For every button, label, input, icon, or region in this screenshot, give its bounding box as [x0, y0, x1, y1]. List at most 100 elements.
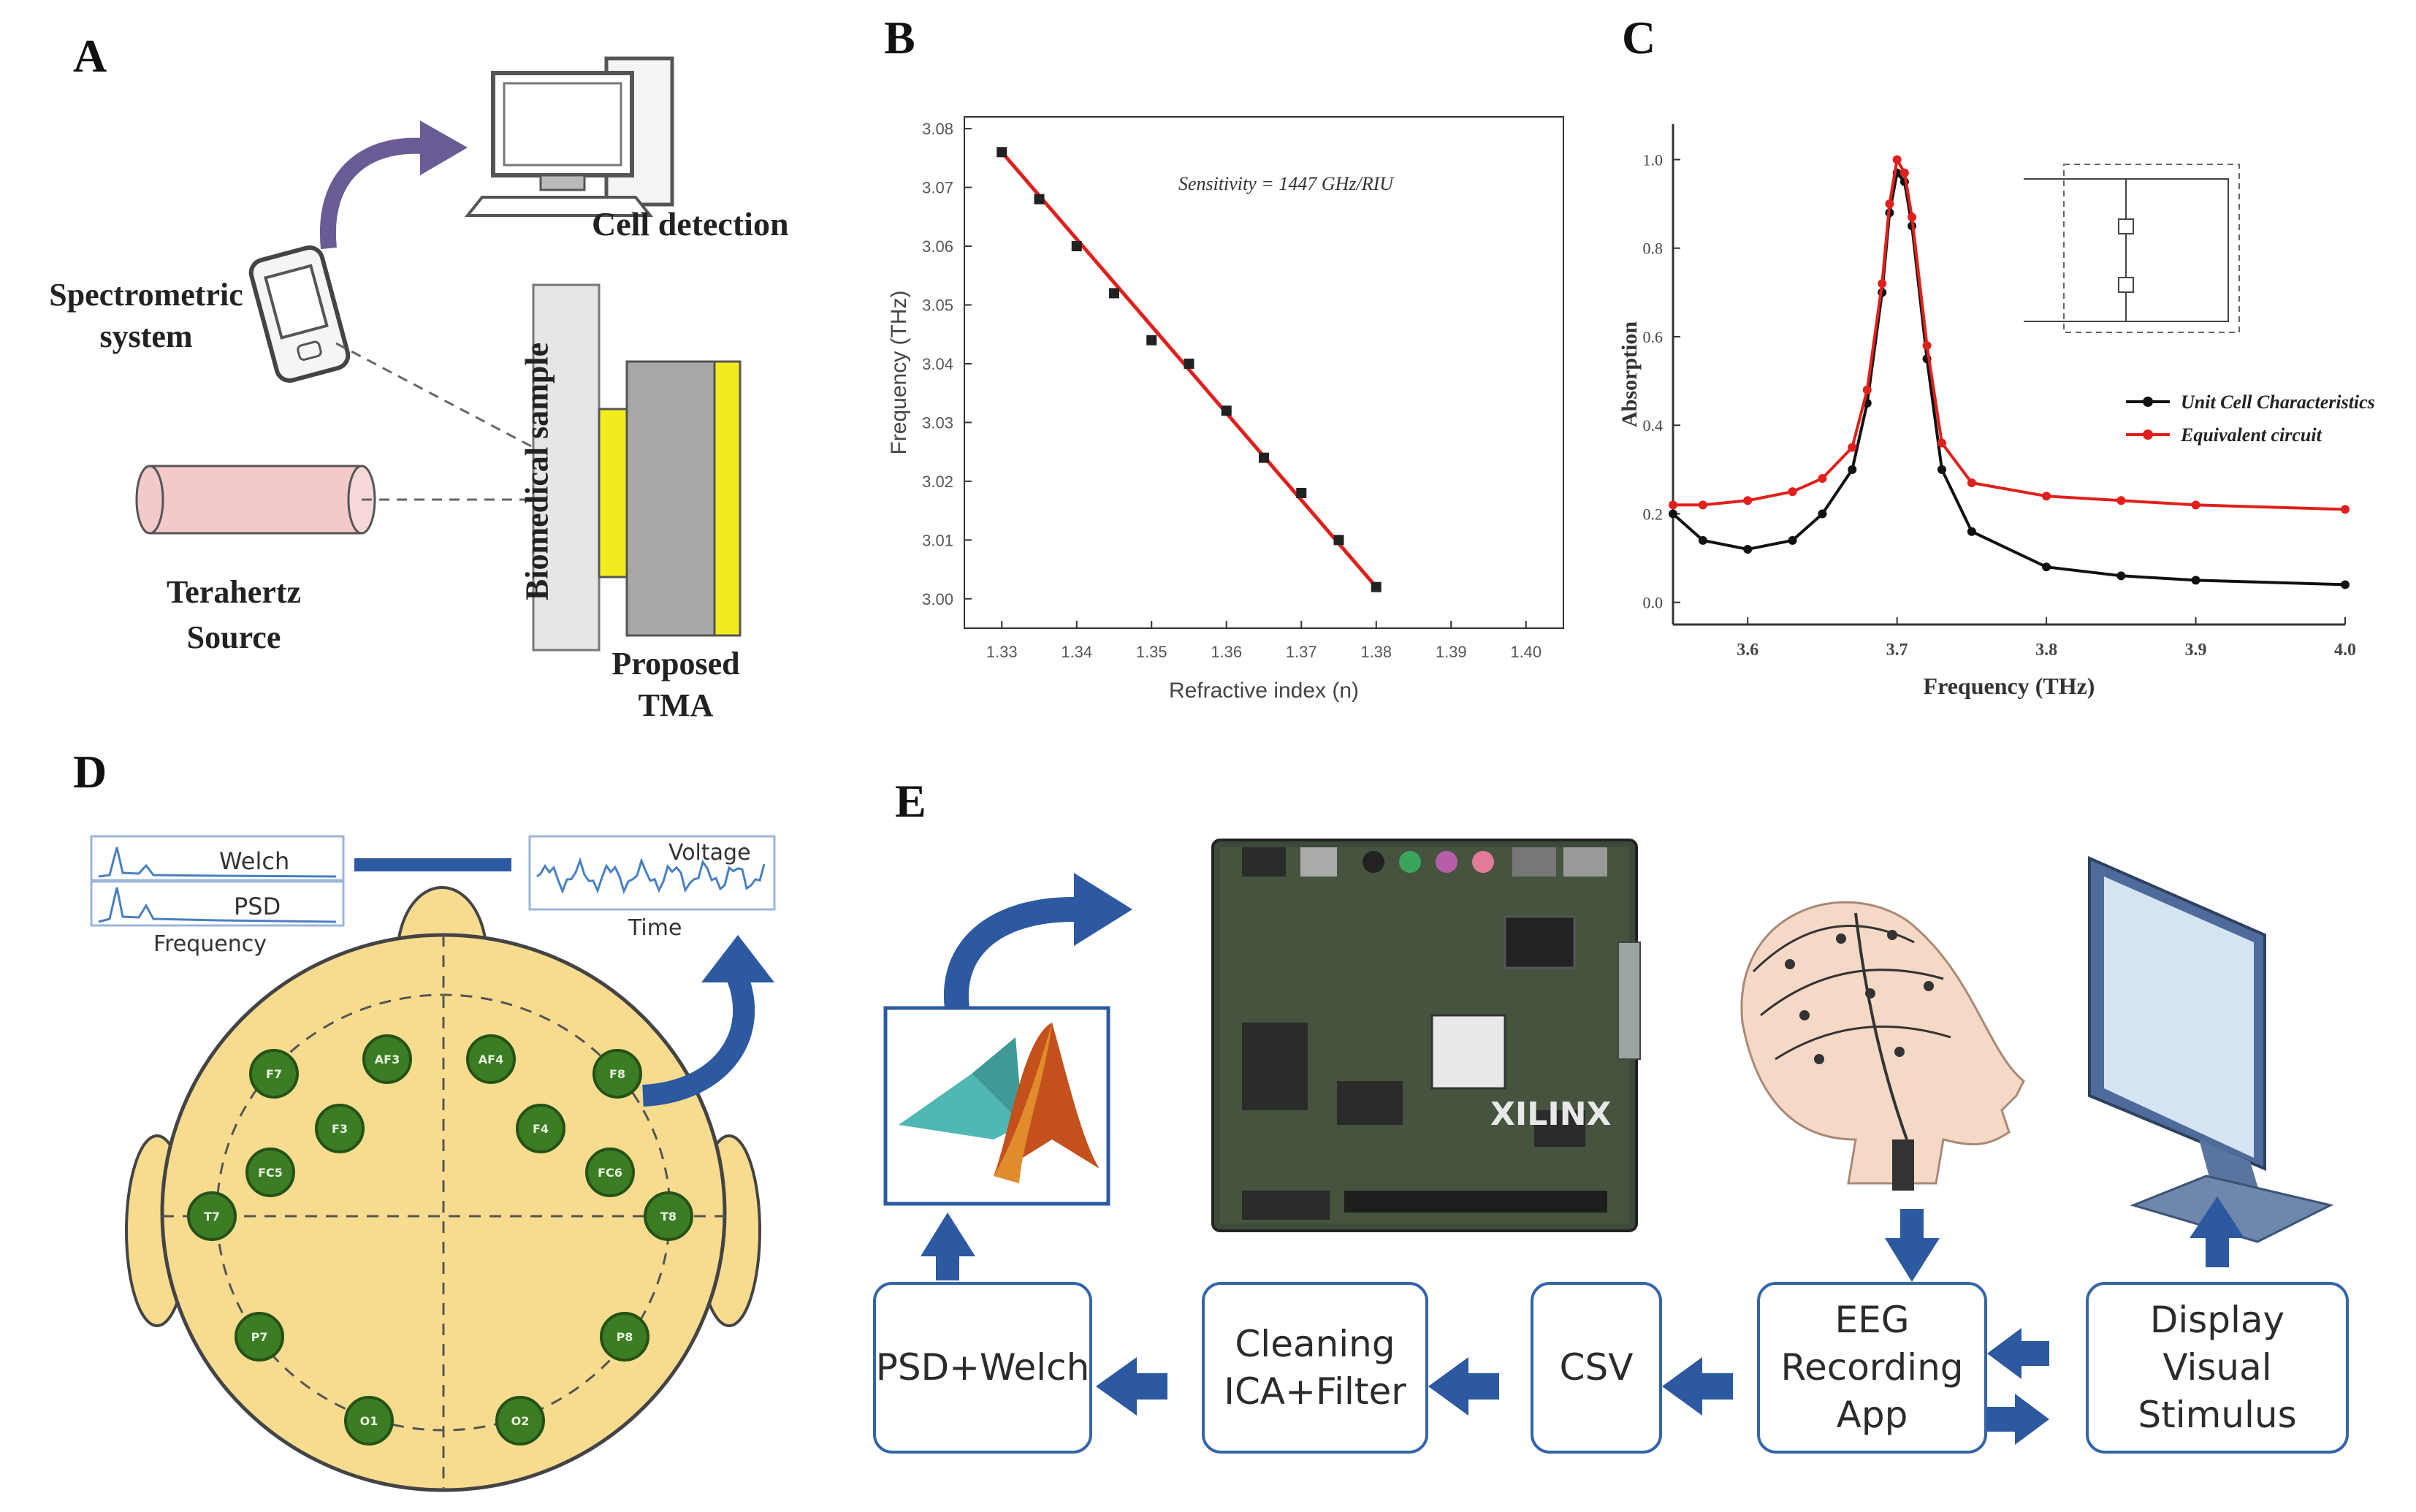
- y-tick-label: 3.02: [922, 473, 953, 491]
- electrode-f3: F3: [315, 1104, 365, 1153]
- series-marker: [1818, 473, 1827, 483]
- y-tick-label: 3.04: [922, 355, 953, 373]
- series-marker: [1967, 527, 1976, 536]
- biomedical-label: Biomedical sample: [519, 342, 555, 601]
- electrode-o2: O2: [495, 1396, 545, 1446]
- terahertz-source-icon: [135, 465, 376, 535]
- data-point: [1333, 535, 1344, 546]
- series-marker: [1892, 155, 1902, 164]
- arrow-display-to-eeg-icon: [1987, 1328, 2021, 1379]
- arrow-head-to-eeg-icon: [1885, 1238, 1940, 1282]
- electrode-fc5: FC5: [245, 1148, 295, 1197]
- x-tick-label: 3.7: [1886, 641, 1908, 660]
- electrode-af3: AF3: [362, 1034, 412, 1084]
- x-tick-label: 3.8: [2035, 641, 2057, 660]
- x-tick-label: 4.0: [2334, 641, 2356, 660]
- panel-a-illustration: [135, 56, 742, 652]
- x-tick-label: 1.36: [1211, 643, 1242, 661]
- series-marker: [1743, 496, 1753, 505]
- y-tick-label: 0.0: [1643, 594, 1664, 612]
- panel-a-label: A: [73, 30, 107, 82]
- legend-label: Equivalent circuit: [2180, 424, 2322, 446]
- welch-label: Welch: [219, 847, 290, 875]
- y-tick-label: 3.03: [922, 413, 953, 432]
- time-label: Time: [628, 915, 682, 941]
- frequency-label: Frequency: [153, 931, 267, 957]
- x-tick-label: 1.35: [1136, 643, 1167, 661]
- y-tick-label: 0.4: [1643, 416, 1664, 435]
- y-tick-label: 3.01: [922, 531, 953, 549]
- legend-label: Unit Cell Characteristics: [2181, 392, 2375, 413]
- panel-c-label: C: [1622, 12, 1656, 64]
- series-marker: [1885, 199, 1894, 209]
- series-marker: [2191, 500, 2200, 510]
- panel-b-label: B: [884, 12, 915, 64]
- x-tick-label: 1.40: [1510, 643, 1542, 661]
- series-marker: [1899, 168, 1909, 177]
- x-tick-label: 1.39: [1436, 643, 1467, 661]
- y-tick-label: 0.8: [1643, 240, 1664, 258]
- data-point: [1259, 452, 1269, 463]
- y-axis-label: Absorption: [1617, 321, 1642, 427]
- series-marker: [1878, 279, 1887, 289]
- y-tick-label: 0.2: [1643, 505, 1664, 523]
- y-tick-label: 3.07: [922, 179, 953, 197]
- x-tick-label: 3.6: [1737, 641, 1758, 660]
- series-marker: [2341, 580, 2350, 589]
- csv-box: CSV: [1531, 1282, 1662, 1454]
- arrow-head-icon: [420, 121, 468, 175]
- curved-arrow-icon: [319, 137, 424, 250]
- x-axis-label: Refractive index (n): [1169, 679, 1359, 703]
- psd-welch-box: PSD+Welch: [873, 1282, 1092, 1454]
- yellow-layer-left: [598, 408, 628, 579]
- spectrometer-icon: [248, 245, 351, 383]
- data-point: [1184, 358, 1194, 369]
- arrow-csv-to-cleaning-icon: [1428, 1357, 1468, 1416]
- curved-arrow-icon: [943, 897, 1075, 1010]
- electrode-f4: F4: [516, 1104, 565, 1153]
- series-line: [1672, 169, 2346, 587]
- panel-d-label: D: [73, 746, 107, 798]
- electrode-o1: O1: [344, 1396, 394, 1446]
- series-marker: [1848, 465, 1857, 474]
- eeg-recording-box: EEG Recording App: [1757, 1282, 1987, 1454]
- series-marker: [1908, 213, 1917, 222]
- series-marker: [2341, 505, 2350, 514]
- electrode-f8: F8: [592, 1049, 642, 1099]
- terahertz-label: Terahertz Source: [166, 574, 302, 655]
- x-tick-label: 3.9: [2185, 641, 2207, 660]
- gray-substrate: [625, 360, 716, 637]
- series-marker: [1862, 385, 1872, 394]
- sensitivity-annotation: Sensitivity = 1447 GHz/RIU: [1178, 173, 1395, 194]
- computer-icon: [464, 56, 674, 217]
- cell-detection-label: Cell detection: [592, 205, 789, 243]
- psd-plot-box: [90, 880, 345, 927]
- data-point: [1109, 288, 1119, 299]
- electrode-t7: T7: [187, 1191, 237, 1241]
- series-marker: [1698, 500, 1707, 510]
- xilinx-label: XILINX: [1490, 1096, 1612, 1133]
- electrode-af4: AF4: [466, 1034, 516, 1084]
- series-marker: [2042, 562, 2051, 572]
- x-tick-label: 1.34: [1061, 643, 1092, 661]
- x-tick-label: 1.38: [1360, 643, 1392, 661]
- series-marker: [1922, 341, 1932, 351]
- series-marker: [2116, 496, 2126, 505]
- data-point: [1371, 581, 1382, 592]
- data-point: [1034, 194, 1045, 205]
- series-marker: [2042, 492, 2051, 501]
- arrow-head-icon: [1074, 873, 1132, 946]
- cleaning-box: Cleaning ICA+Filter: [1202, 1282, 1428, 1454]
- electrode-f7: F7: [249, 1049, 299, 1099]
- series-marker: [1743, 544, 1753, 554]
- psd-label: PSD: [234, 893, 281, 920]
- series-marker: [1669, 500, 1677, 510]
- data-point: [996, 147, 1007, 158]
- pipeline-illustration: [883, 839, 2334, 1445]
- panel-e-label: E: [895, 775, 926, 827]
- display-stimulus-box: Display Visual Stimulus: [2086, 1282, 2349, 1454]
